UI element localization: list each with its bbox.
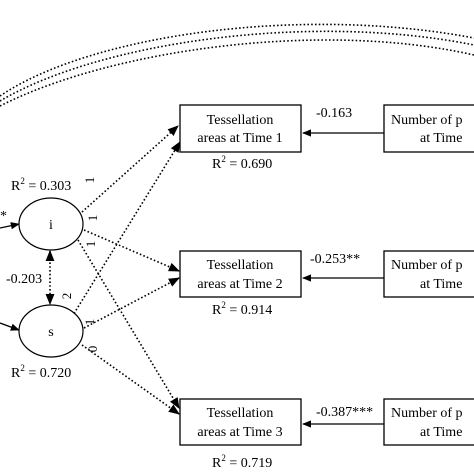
- latent-s-label: s: [48, 325, 53, 340]
- svg-text:Number of p: Number of p: [391, 406, 463, 421]
- svg-text:Number of p: Number of p: [391, 113, 463, 128]
- coef-predictor-1: -0.163: [316, 106, 352, 121]
- predictor-time-1: Number of p at Time: [383, 104, 474, 153]
- latent-i-r2: R2 = 0.303: [11, 176, 71, 194]
- path-s-t2: [83, 277, 180, 329]
- svg-text:Tessellation: Tessellation: [207, 406, 274, 421]
- outcome-1-r2: R2 = 0.690: [212, 154, 272, 172]
- loading-i-t3: 1: [83, 241, 98, 248]
- coef-predictor-3: -0.387***: [316, 405, 373, 420]
- outcome-time-1: Tessellation areas at Time 1: [179, 104, 302, 153]
- path-s-t3: [81, 344, 180, 415]
- path-s-t1: [69, 141, 181, 321]
- stub-arrow-s: [0, 322, 20, 331]
- svg-text:Tessellation: Tessellation: [207, 113, 274, 128]
- svg-text:areas at Time 3: areas at Time 3: [197, 425, 282, 440]
- svg-text:at Time: at Time: [420, 277, 462, 292]
- predictor-time-3: Number of p at Time: [383, 398, 474, 446]
- loading-i-t2: 1: [85, 215, 100, 222]
- coef-predictor-2: -0.253**: [310, 252, 360, 267]
- covariance-arc-1: [0, 23, 474, 97]
- svg-text:areas at Time 2: areas at Time 2: [197, 277, 282, 292]
- latent-s: [18, 304, 84, 358]
- outcome-time-2: Tessellation areas at Time 2: [179, 250, 302, 298]
- stub-arrow-i: [0, 222, 20, 230]
- covariance-arc-3: [0, 39, 474, 107]
- path-i-t2: [83, 229, 181, 272]
- outcome-time-3: Tessellation areas at Time 3: [179, 398, 302, 446]
- covariance-value: -0.203: [6, 272, 42, 287]
- outcome-3-r2: R2 = 0.719: [212, 453, 272, 471]
- svg-text:Tessellation: Tessellation: [207, 258, 274, 273]
- latent-i-label: i: [49, 218, 53, 233]
- stub-label: *: [0, 209, 7, 224]
- svg-text:Number of p: Number of p: [391, 258, 463, 273]
- loading-s-t1: 2: [59, 293, 74, 300]
- predictor-time-2: Number of p at Time: [383, 250, 474, 298]
- svg-text:at Time: at Time: [420, 425, 462, 440]
- svg-text:at Time: at Time: [420, 131, 462, 146]
- latent-s-r2: R2 = 0.720: [11, 363, 71, 381]
- loading-s-t2: 1: [82, 319, 97, 326]
- svg-text:areas at Time 1: areas at Time 1: [197, 131, 282, 146]
- loading-s-t3: 0: [85, 346, 100, 353]
- covariance-arc-2: [0, 30, 474, 102]
- outcome-2-r2: R2 = 0.914: [212, 300, 272, 318]
- loading-i-t1: 1: [82, 177, 97, 184]
- latent-i: [18, 197, 84, 251]
- path-i-t1: [81, 125, 179, 213]
